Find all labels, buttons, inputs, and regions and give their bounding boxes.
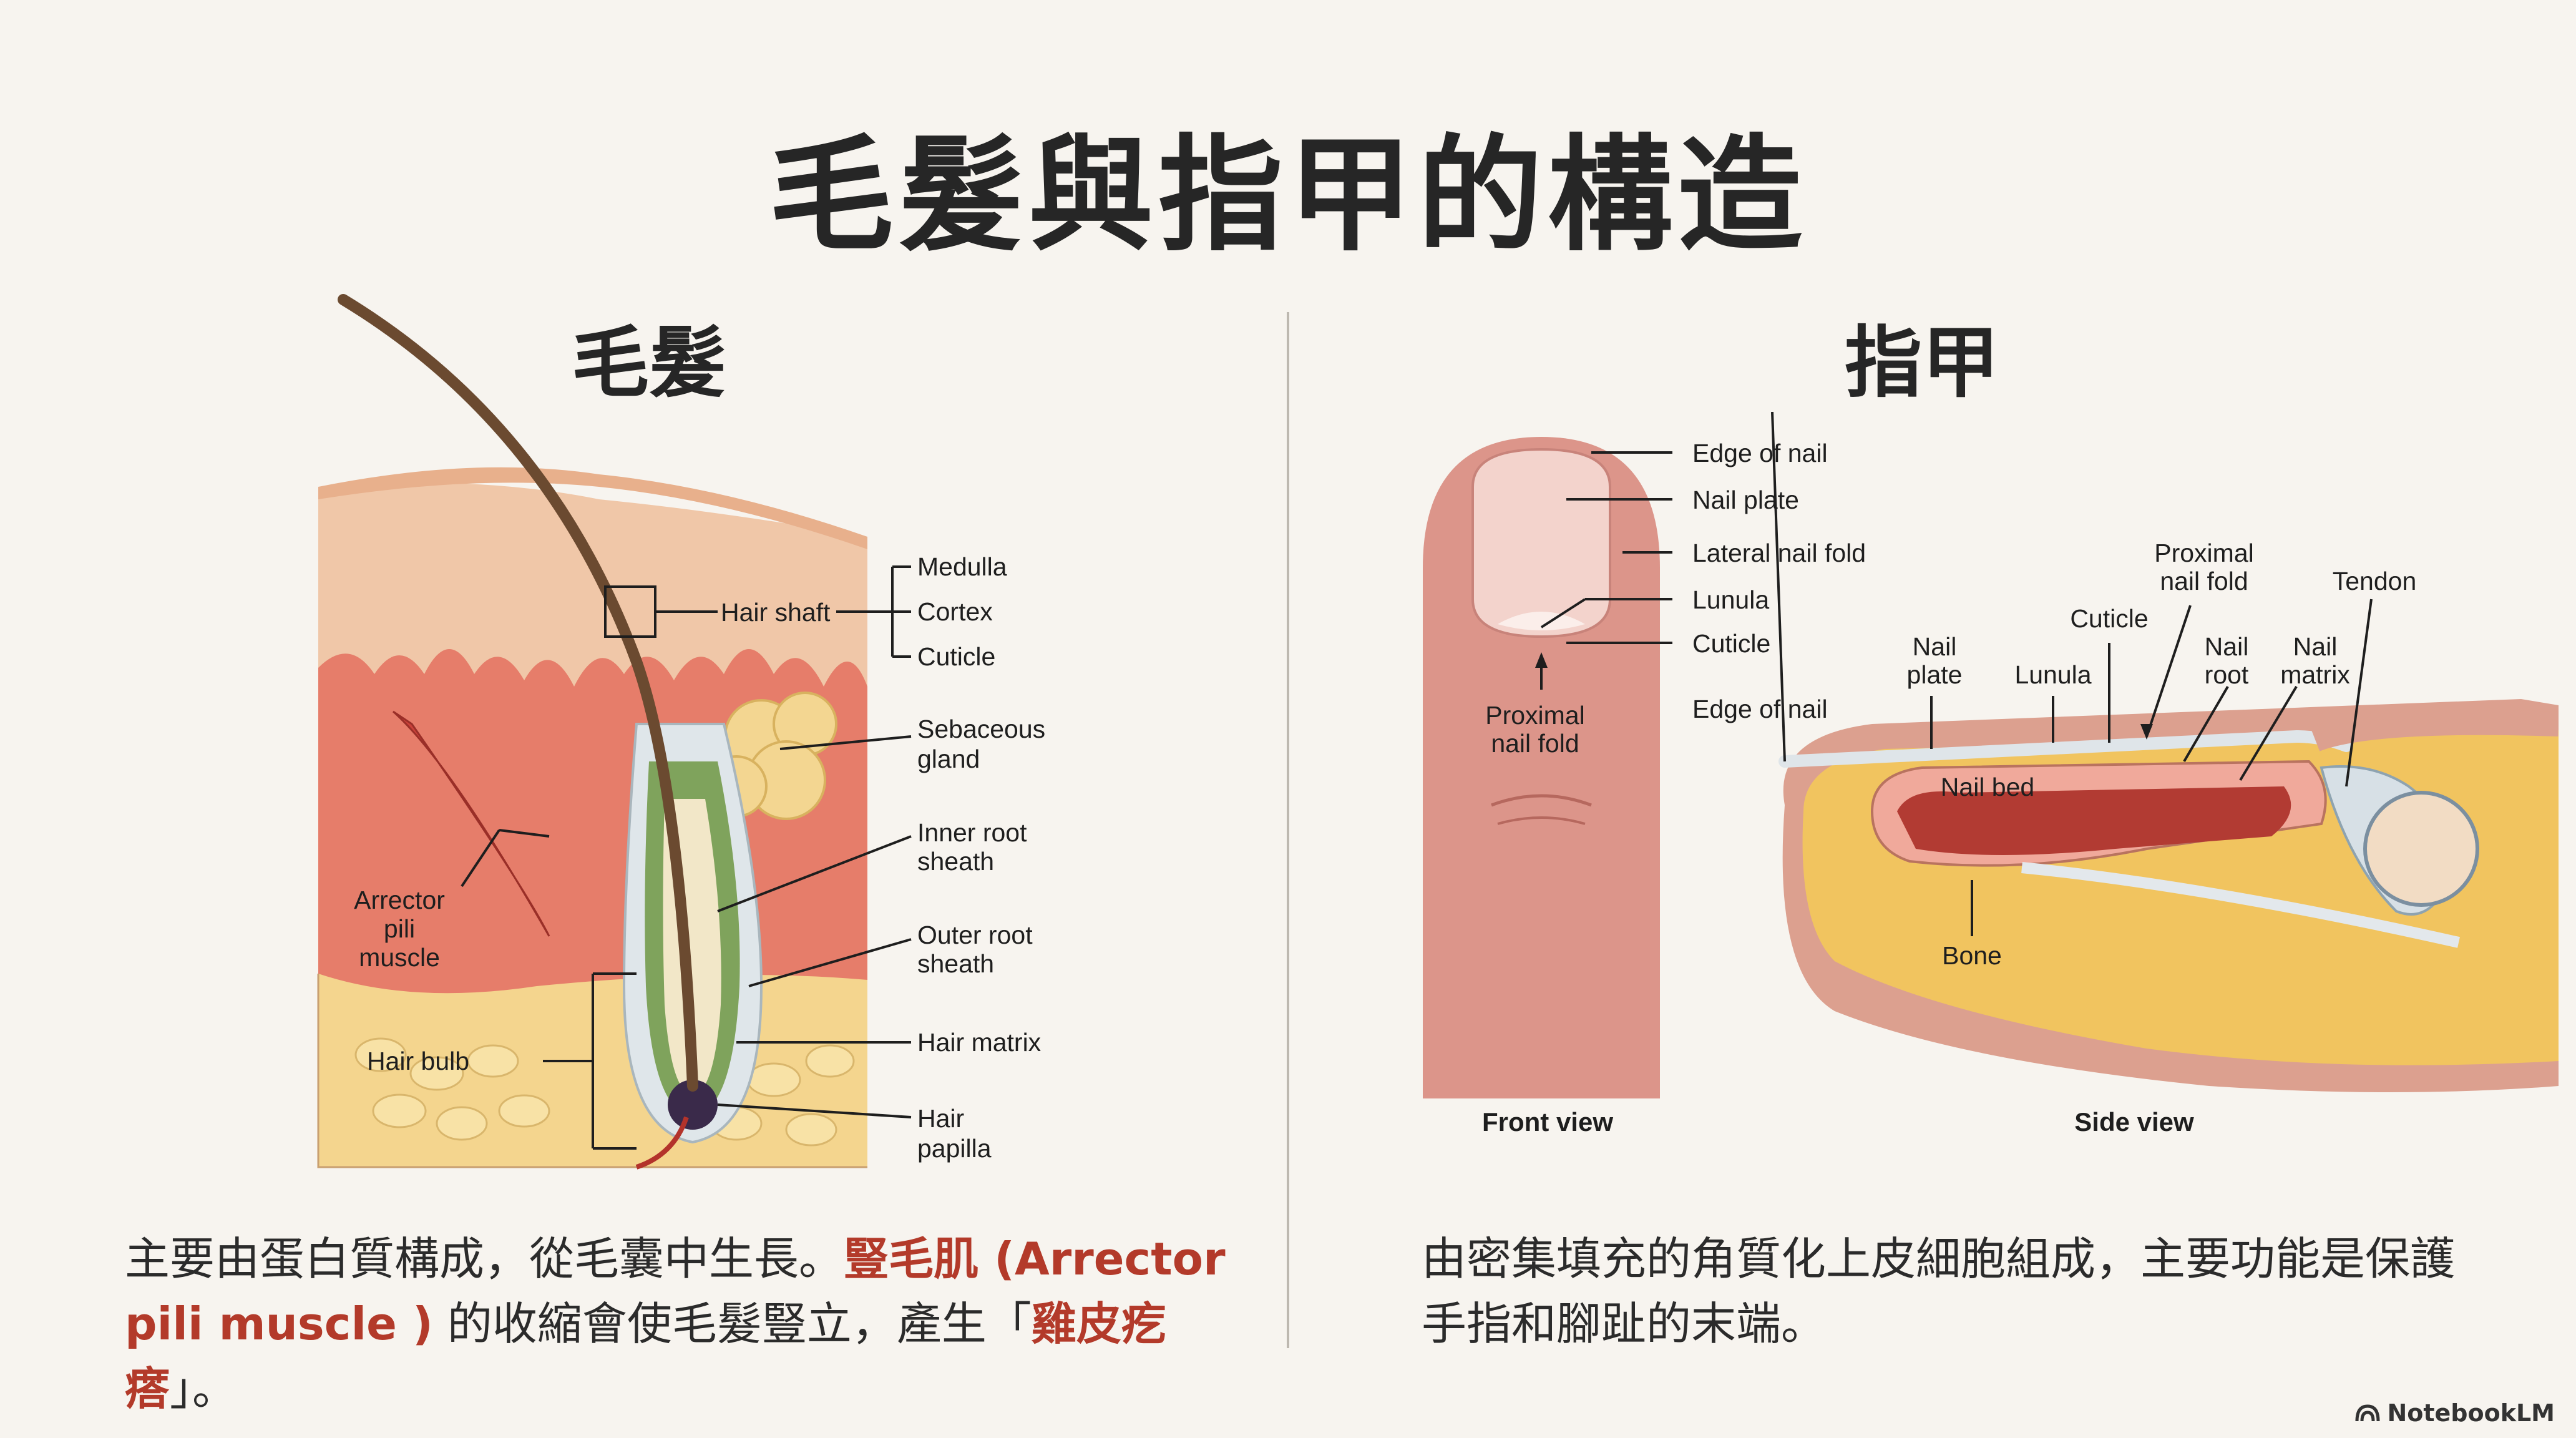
label-bone: Bone xyxy=(1942,941,2002,970)
label-arrector-1: Arrector xyxy=(354,886,445,914)
label-cuticle: Cuticle xyxy=(917,642,995,671)
page-title: 毛髮與指甲的構造 xyxy=(768,123,1807,268)
label-nail-plate-side-1: Nail xyxy=(1913,632,1957,661)
label-outer-root-2: sheath xyxy=(917,949,994,978)
label-tendon: Tendon xyxy=(2333,567,2417,595)
hair-description: 主要由蛋白質構成，從毛囊中生長。豎毛肌 (Arrector pili muscl… xyxy=(125,1226,1236,1421)
label-lunula-side: Lunula xyxy=(2014,660,2091,689)
label-hair-shaft: Hair shaft xyxy=(721,598,831,627)
label-cuticle-front: Cuticle xyxy=(1692,629,1770,658)
brand-name: NotebookLM xyxy=(2387,1399,2555,1427)
label-proximal-side-1: Proximal xyxy=(2154,539,2253,567)
caption-front-view: Front view xyxy=(1482,1107,1613,1137)
label-edge-of-nail-front: Edge of nail xyxy=(1692,439,1828,467)
label-lunula-front: Lunula xyxy=(1692,585,1769,614)
label-arrector-3: muscle xyxy=(359,943,440,972)
nail-description: 由密集填充的角質化上皮細胞組成，主要功能是保護手指和腳趾的末端。 xyxy=(1422,1233,2456,1350)
label-arrector-2: pili xyxy=(384,914,415,943)
label-outer-root-1: Outer root xyxy=(917,921,1033,949)
label-hair-matrix: Hair matrix xyxy=(917,1028,1042,1057)
label-nail-matrix-2: matrix xyxy=(2280,660,2350,689)
label-sebaceous-1: Sebaceous xyxy=(917,715,1045,743)
label-nail-root-1: Nail xyxy=(2205,632,2249,661)
nail-diagram: Edge of nail Nail plate Lateral nail fol… xyxy=(1423,412,2559,1137)
hair-desc-highlight-goosebumps: 雞皮疙瘩 xyxy=(125,1298,1166,1415)
label-sebaceous-2: gland xyxy=(917,745,980,773)
hair-heading: 毛髮 xyxy=(571,318,726,408)
label-hair-bulb: Hair bulb xyxy=(367,1047,469,1075)
hair-shaft xyxy=(338,294,698,1092)
hair-leader-lines xyxy=(461,565,912,1150)
label-lateral-nail-fold: Lateral nail fold xyxy=(1692,539,1866,567)
notebooklm-icon xyxy=(2355,1404,2380,1422)
caption-side-view: Side view xyxy=(2074,1107,2194,1137)
label-nail-plate-front: Nail plate xyxy=(1692,486,1799,514)
label-proximal-front-2: nail fold xyxy=(1491,729,1579,758)
label-nail-root-2: root xyxy=(2205,660,2249,689)
nail-labels: Edge of nail Nail plate Lateral nail fol… xyxy=(1482,439,2416,1137)
label-proximal-front-1: Proximal xyxy=(1485,701,1584,730)
finger-side-view xyxy=(1778,699,2559,1092)
label-cuticle-side: Cuticle xyxy=(2070,604,2148,633)
arrector-pili-muscle xyxy=(393,710,550,937)
label-edge-of-nail-side: Edge of nail xyxy=(1692,695,1828,723)
nail-leader-lines xyxy=(1540,412,2373,936)
hair-desc-part3: 」。 xyxy=(170,1362,238,1415)
label-proximal-side-2: nail fold xyxy=(2160,567,2248,595)
label-nail-plate-side-2: plate xyxy=(1907,660,1963,689)
hair-follicle-diagram: Hair shaft Medulla Cortex Cuticle Sebace… xyxy=(317,294,1045,1170)
label-nail-bed: Nail bed xyxy=(1941,773,2034,801)
hair-desc-part2: 的收縮會使毛髮豎立，產生「 xyxy=(432,1298,1032,1350)
label-inner-root-2: sheath xyxy=(917,847,994,876)
hair-labels: Hair shaft Medulla Cortex Cuticle Sebace… xyxy=(354,552,1045,1163)
brand-logo: NotebookLM xyxy=(2354,1399,2555,1427)
nail-heading: 指甲 xyxy=(1844,318,1999,408)
hair-desc-part1: 主要由蛋白質構成，從毛囊中生長。 xyxy=(125,1233,844,1285)
label-hair-papilla-2: papilla xyxy=(917,1134,992,1163)
hair-desc-highlight-arrector: 豎毛肌 (Arrector pili muscle ) xyxy=(125,1233,1226,1350)
label-hair-papilla-1: Hair xyxy=(917,1104,964,1133)
label-cortex: Cortex xyxy=(917,597,993,626)
finger-front-view xyxy=(1423,437,1660,1098)
label-nail-matrix-1: Nail xyxy=(2293,632,2338,661)
panel-divider xyxy=(1287,312,1289,1348)
label-medulla: Medulla xyxy=(917,552,1007,581)
label-inner-root-1: Inner root xyxy=(917,818,1027,847)
